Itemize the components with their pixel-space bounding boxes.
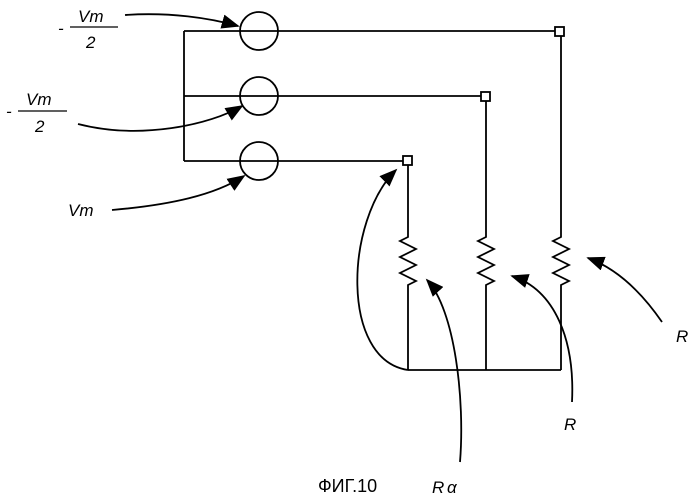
arrow-r-alpha (427, 280, 461, 462)
r-base: R (432, 478, 444, 497)
resistor-r-middle (478, 101, 494, 370)
label-r-middle: R (564, 415, 576, 434)
resistor-r-alpha (400, 165, 416, 370)
label-r-right: R (676, 327, 688, 346)
terminal-middle (481, 92, 490, 101)
label-source-top: - Vm 2 (58, 7, 118, 52)
resistor-r-right (553, 36, 569, 370)
denominator: 2 (85, 33, 96, 52)
alpha-symbol: α (447, 478, 458, 497)
arrow-source-bottom (112, 176, 244, 210)
arrow-r-right (588, 258, 662, 322)
figure-caption: ФИГ.10 (318, 476, 377, 496)
arrow-source-top (125, 14, 238, 26)
sign: - (6, 102, 12, 121)
numerator: Vm (78, 7, 104, 26)
arrow-r-alpha-terminal (357, 170, 408, 370)
denominator: 2 (34, 117, 45, 136)
terminal-right (555, 27, 564, 36)
numerator: Vm (26, 90, 52, 109)
label-r-alpha: R α (432, 478, 458, 497)
label-source-middle: - Vm 2 (6, 90, 67, 136)
label-source-bottom: Vm (68, 201, 94, 220)
terminal-left (403, 156, 412, 165)
sign: - (58, 19, 64, 38)
arrow-r-middle (512, 276, 572, 402)
arrow-source-middle (78, 106, 242, 131)
